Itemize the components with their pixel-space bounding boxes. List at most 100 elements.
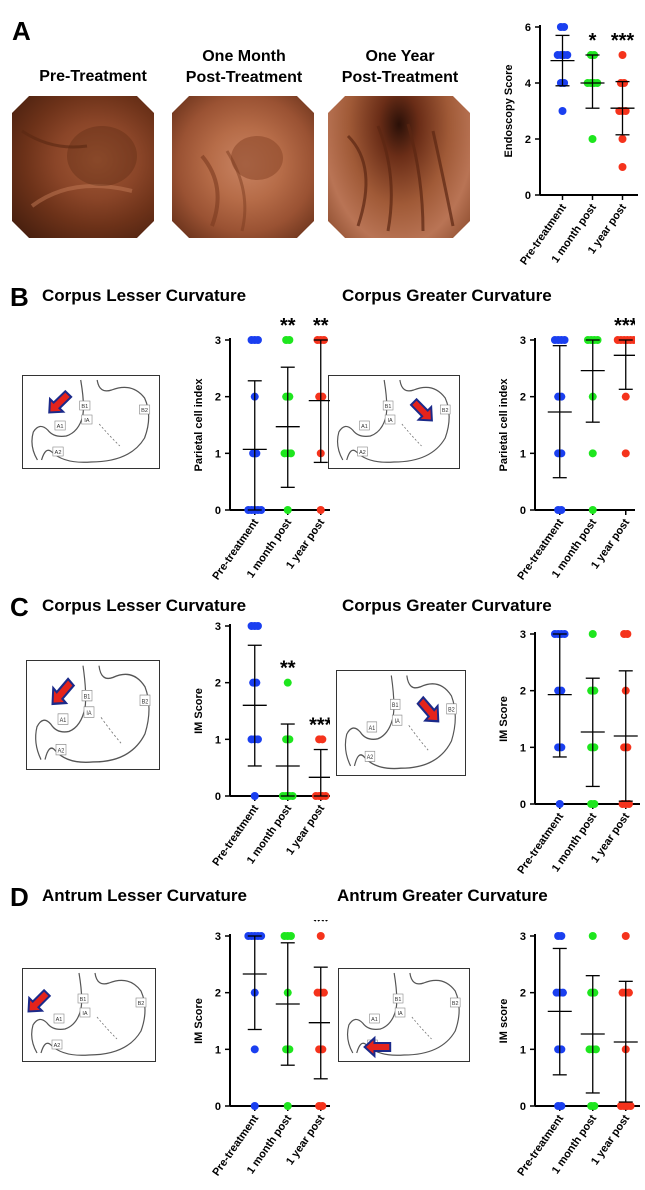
panel-d-right-title: Antrum Greater Curvature bbox=[337, 886, 548, 905]
y-axis-label: IM Score bbox=[498, 696, 510, 742]
diagram-label: B2 bbox=[138, 1001, 145, 1007]
y-tick-label: 3 bbox=[215, 931, 221, 943]
data-point bbox=[318, 392, 327, 401]
data-point bbox=[560, 336, 569, 344]
y-tick-label: 1 bbox=[215, 448, 221, 460]
significance-marker: * bbox=[589, 30, 597, 52]
panel-b-right-title: Corpus Greater Curvature bbox=[342, 286, 552, 305]
location-arrow-icon bbox=[363, 1035, 392, 1059]
y-tick-label: 2 bbox=[215, 678, 221, 690]
y-tick-label: 0 bbox=[215, 791, 221, 803]
y-axis-label: IM Score bbox=[193, 998, 205, 1044]
data-point bbox=[253, 336, 262, 344]
data-point bbox=[590, 743, 599, 752]
data-point bbox=[318, 735, 327, 744]
diagram-label: B2 bbox=[141, 408, 148, 414]
panel-c-right-title: Corpus Greater Curvature bbox=[342, 596, 552, 615]
diagram-label: A2 bbox=[367, 755, 374, 761]
data-point bbox=[250, 792, 259, 800]
data-point bbox=[285, 735, 294, 744]
data-point bbox=[560, 23, 569, 31]
diagram-label: IA bbox=[395, 719, 400, 725]
data-point bbox=[250, 1102, 259, 1110]
location-arrow-icon bbox=[48, 389, 73, 414]
location-arrow-icon bbox=[51, 677, 76, 706]
diagram-label: B1 bbox=[84, 694, 91, 700]
significance-marker: *** bbox=[309, 714, 330, 736]
location-arrow-icon bbox=[409, 397, 433, 422]
diagram-label: A1 bbox=[60, 718, 67, 724]
data-point bbox=[588, 135, 597, 143]
y-axis-label: Parietal cell index bbox=[498, 378, 510, 472]
data-point bbox=[588, 449, 597, 458]
significance-marker: *** bbox=[611, 30, 635, 52]
diagram-label: IA bbox=[84, 418, 90, 424]
y-tick-label: 1 bbox=[215, 734, 221, 746]
diagram-label: B1 bbox=[392, 703, 399, 709]
y-tick-label: 2 bbox=[215, 392, 221, 404]
data-point bbox=[591, 1045, 600, 1054]
panel-letter-a: A bbox=[12, 16, 31, 46]
endoscopy-image-one-month bbox=[172, 96, 314, 238]
diagram-label: IA bbox=[86, 711, 91, 717]
location-arrow-icon bbox=[27, 988, 52, 1013]
data-point bbox=[285, 392, 294, 401]
data-point bbox=[588, 506, 597, 514]
y-tick-label: 6 bbox=[525, 22, 531, 34]
y-axis-label: IM Score bbox=[193, 688, 205, 734]
data-point bbox=[253, 622, 262, 630]
y-tick-label: 2 bbox=[520, 392, 526, 404]
diagram-label: A1 bbox=[57, 424, 64, 430]
y-tick-label: 3 bbox=[520, 629, 526, 641]
data-point bbox=[558, 988, 567, 997]
y-tick-label: 1 bbox=[520, 448, 526, 460]
diagram-label: A1 bbox=[56, 1017, 63, 1023]
data-point bbox=[557, 686, 566, 695]
data-point bbox=[624, 988, 633, 997]
data-point bbox=[621, 392, 630, 401]
data-point bbox=[285, 336, 294, 344]
diagram-label: IA bbox=[388, 418, 393, 424]
data-point bbox=[588, 630, 597, 638]
y-tick-label: 0 bbox=[215, 505, 221, 517]
data-point bbox=[618, 51, 627, 59]
significance-marker: *** bbox=[614, 315, 635, 337]
y-tick-label: 2 bbox=[215, 988, 221, 1000]
data-point bbox=[618, 135, 627, 143]
y-tick-label: 1 bbox=[215, 1044, 221, 1056]
data-point bbox=[252, 449, 261, 458]
diagram-label: A2 bbox=[359, 450, 366, 456]
diagram-label: A2 bbox=[58, 748, 65, 754]
data-point bbox=[621, 107, 630, 115]
data-point bbox=[285, 1045, 294, 1054]
data-point bbox=[623, 630, 632, 638]
data-point bbox=[283, 506, 292, 514]
y-axis-label: Endoscopy Score bbox=[503, 65, 515, 158]
data-point bbox=[621, 932, 630, 940]
data-point bbox=[626, 1102, 635, 1110]
diagram-label: A1 bbox=[361, 424, 368, 430]
diagram-label: B2 bbox=[442, 408, 449, 414]
y-tick-label: 2 bbox=[525, 134, 531, 146]
y-tick-label: 4 bbox=[525, 78, 532, 90]
data-point bbox=[588, 932, 597, 940]
panel-letter-b: B bbox=[10, 282, 29, 312]
diagram-label: B1 bbox=[81, 404, 88, 410]
y-axis-label: IM score bbox=[498, 999, 510, 1044]
data-point bbox=[283, 1102, 292, 1110]
data-point bbox=[253, 735, 262, 744]
significance-marker: ** bbox=[280, 658, 296, 680]
diagram-label: B2 bbox=[142, 699, 149, 705]
panel-letter-c: C bbox=[10, 592, 29, 622]
caption-one-year: One Year Post-Treatment bbox=[341, 48, 459, 86]
panel-b-left-title: Corpus Lesser Curvature bbox=[42, 286, 247, 305]
y-tick-label: 2 bbox=[520, 686, 526, 698]
